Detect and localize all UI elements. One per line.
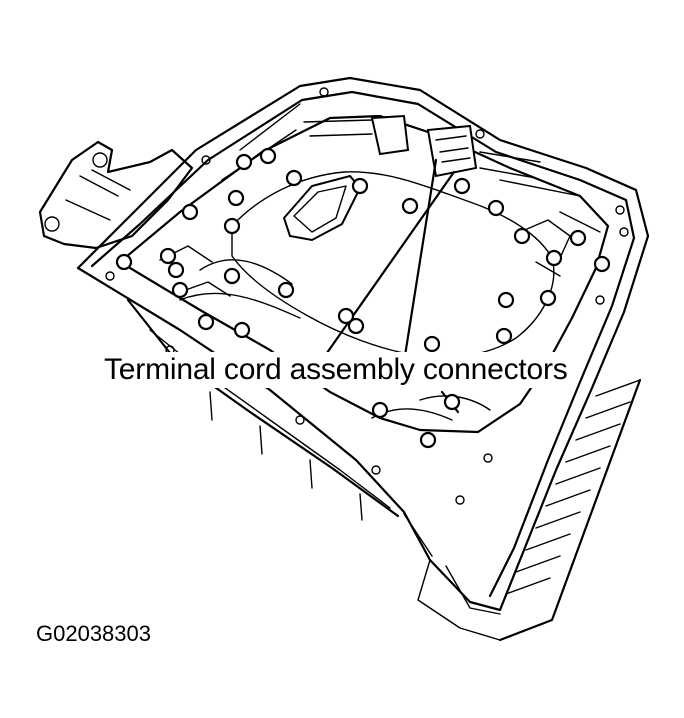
mounting-holes	[105, 87, 629, 505]
case-ribs	[417, 378, 642, 642]
oil-strainer	[282, 174, 362, 242]
wiring-harness	[159, 219, 571, 421]
bolts	[115, 147, 611, 449]
transmission-case	[76, 76, 650, 615]
mounting-bracket	[38, 140, 194, 250]
figure-code: G02038303	[36, 621, 151, 646]
connector-block	[221, 103, 601, 233]
callout-label: Terminal cord assembly connectors	[102, 352, 570, 388]
